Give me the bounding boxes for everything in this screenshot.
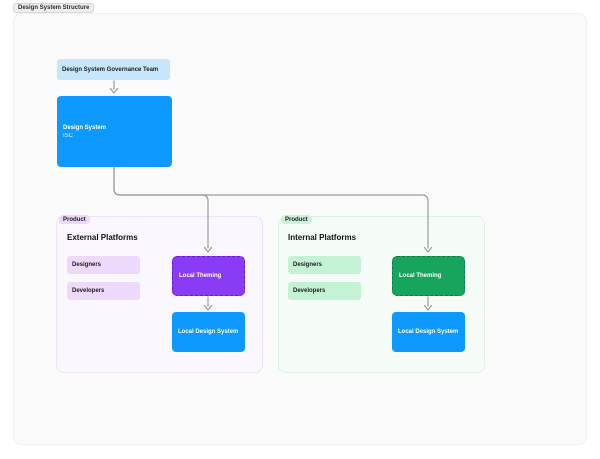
external-designers-label: Designers bbox=[72, 262, 102, 268]
design-system-subtitle: ISC bbox=[63, 132, 74, 139]
governance-team-label: Design System Governance Team bbox=[62, 66, 159, 73]
node-internal-developers[interactable]: Developers bbox=[288, 282, 361, 300]
node-external-developers[interactable]: Developers bbox=[67, 282, 140, 300]
node-internal-designers[interactable]: Designers bbox=[288, 256, 361, 274]
badge-product-external-label: Product bbox=[63, 216, 86, 223]
node-external-local-theming[interactable]: Local Theming bbox=[172, 256, 245, 296]
badge-product-external[interactable]: Product bbox=[59, 215, 90, 224]
badge-product-internal[interactable]: Product bbox=[281, 215, 312, 224]
internal-local-design-system-label: Local Design System bbox=[398, 329, 459, 335]
node-design-system[interactable]: Design System ISC bbox=[57, 96, 172, 167]
external-local-design-system-label: Local Design System bbox=[178, 329, 239, 335]
node-internal-local-theming[interactable]: Local Theming bbox=[392, 256, 465, 296]
internal-designers-label: Designers bbox=[293, 262, 323, 268]
external-developers-label: Developers bbox=[72, 288, 105, 294]
design-system-title: Design System bbox=[63, 124, 107, 131]
board-title-tab[interactable]: Design System Structure bbox=[13, 3, 95, 13]
internal-local-theming-label: Local Theming bbox=[399, 273, 442, 279]
board-title-label: Design System Structure bbox=[18, 5, 90, 11]
external-local-theming-label: Local Theming bbox=[179, 273, 222, 279]
heading-external-platforms: External Platforms bbox=[67, 233, 138, 242]
heading-internal-platforms: Internal Platforms bbox=[288, 233, 357, 242]
internal-developers-label: Developers bbox=[293, 288, 326, 294]
node-governance-team[interactable]: Design System Governance Team bbox=[57, 59, 170, 80]
badge-product-internal-label: Product bbox=[285, 216, 308, 223]
node-internal-local-design-system[interactable]: Local Design System bbox=[392, 312, 465, 352]
node-external-designers[interactable]: Designers bbox=[67, 256, 140, 274]
node-external-local-design-system[interactable]: Local Design System bbox=[172, 312, 245, 352]
